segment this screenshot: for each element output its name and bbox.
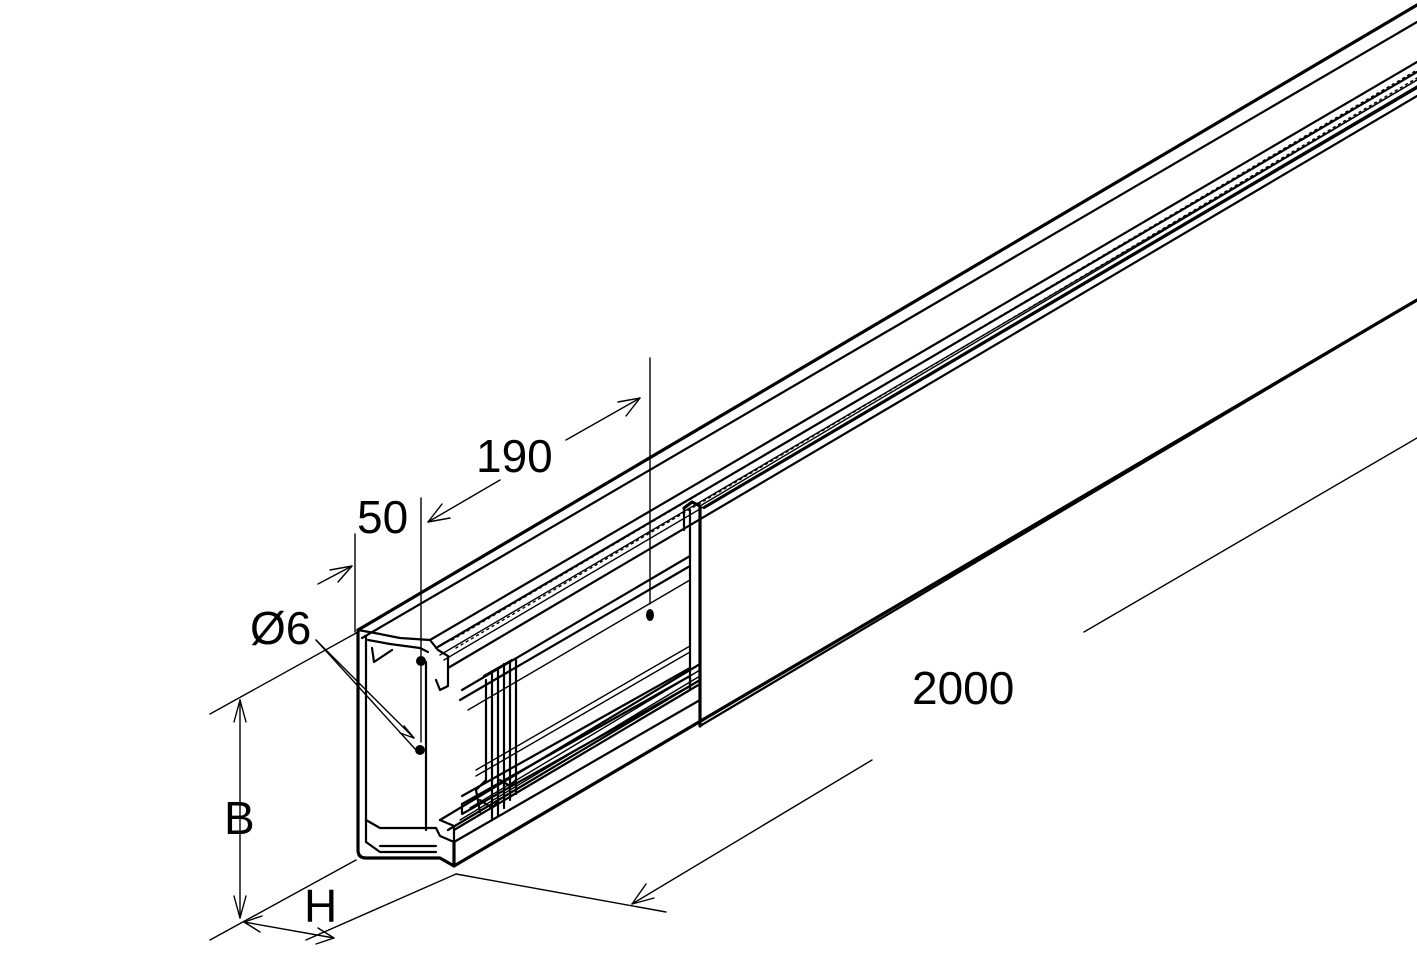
label-h: H — [304, 880, 337, 932]
dim-line-2000-lower — [631, 759, 873, 905]
trunking-body — [356, 3, 1417, 868]
label-2000: 2000 — [912, 662, 1014, 714]
extension-line-base-right — [305, 873, 457, 941]
dim-arrow-2000 — [631, 883, 655, 905]
dim-arrow-h-left — [243, 915, 263, 933]
dim-arrow-b-bottom — [233, 895, 247, 919]
dimension-lines — [209, 357, 1417, 945]
hole-dot-upper — [416, 656, 426, 666]
label-190: 190 — [476, 430, 553, 482]
label-50: 50 — [357, 491, 408, 543]
extension-line-base-left — [209, 631, 359, 715]
extension-line-base-bottom — [209, 859, 357, 941]
dim-arrow-b-top — [233, 699, 247, 723]
dim-line-190-lower — [427, 479, 501, 523]
dim-arrow-h-right — [315, 927, 335, 945]
hole-dot-lower — [415, 745, 425, 755]
dim-arrow-190-left — [427, 503, 451, 523]
leader-phi6-arrow1 — [399, 725, 415, 739]
dim-line-50 — [317, 565, 353, 585]
dim-line-190-upper — [565, 397, 641, 441]
dim-line-h — [243, 921, 335, 939]
hole-dot-back — [646, 609, 654, 621]
dim-line-2000-upper — [1083, 437, 1417, 633]
label-phi6: Ø6 — [250, 602, 311, 654]
dim-arrow-50 — [329, 565, 353, 583]
dim-arrow-190-right — [617, 397, 641, 417]
extension-line-2000-end — [455, 873, 667, 913]
dimension-labels: 190 50 Ø6 2000 B H — [224, 430, 1014, 932]
leader-phi6-lower — [315, 639, 417, 751]
label-b: B — [224, 792, 255, 844]
leader-phi6-upper — [315, 639, 415, 739]
